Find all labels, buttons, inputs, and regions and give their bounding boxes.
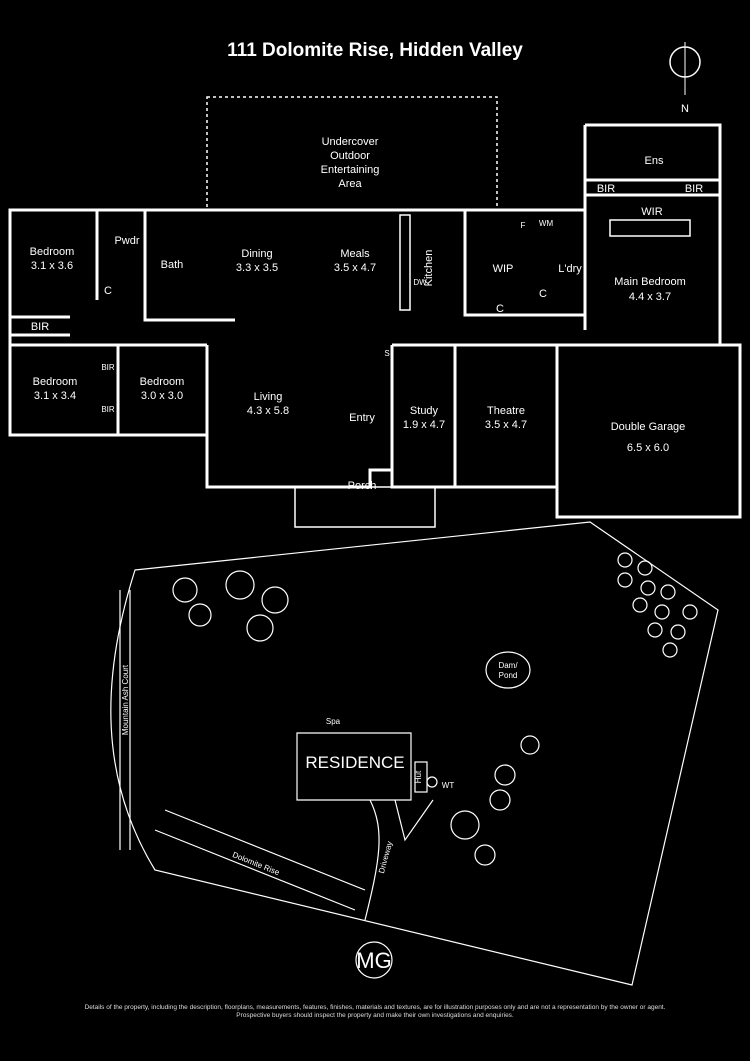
disclaimer-line: Prospective buyers should inspect the pr… <box>236 1012 514 1019</box>
plan-label: Dining <box>241 248 272 260</box>
plan-label: BIR <box>101 363 115 372</box>
plan-label: Mountain Ash Court <box>121 664 130 735</box>
disclaimer: Details of the property, including the d… <box>0 1004 750 1020</box>
plan-label: 6.5 x 6.0 <box>627 442 669 454</box>
plan-label: Living <box>254 391 283 403</box>
plan-label: Kitchen <box>423 250 435 287</box>
plan-label: Double Garage <box>611 421 686 433</box>
plan-label: 3.3 x 3.5 <box>236 262 278 274</box>
disclaimer-line: Details of the property, including the d… <box>84 1004 666 1011</box>
plan-label: Bedroom <box>30 246 75 258</box>
plan-label: WT <box>442 781 455 790</box>
room-labels: Bedroom 3.1 x 3.6 Bedroom 3.1 x 3.4 Bedroo… <box>30 136 704 492</box>
plan-label: Undercover <box>322 136 379 148</box>
plan-label: BIR <box>31 321 49 333</box>
plan-label: C <box>496 303 504 315</box>
plan-label: Bath <box>161 259 184 271</box>
plan-label: Entry <box>349 412 375 424</box>
plan-label: F <box>521 221 526 230</box>
site-plan <box>110 521 719 986</box>
plan-label: Outdoor <box>330 150 370 162</box>
plan-label: 3.5 x 4.7 <box>485 419 527 431</box>
compass-label: N <box>681 103 689 115</box>
page-title: 111 Dolomite Rise, Hidden Valley <box>227 40 523 61</box>
logo-icon <box>355 941 393 979</box>
plan-label: 3.1 x 3.6 <box>31 260 73 272</box>
plan-label: Entertaining <box>321 164 380 176</box>
plan-label: Main Bedroom <box>614 276 686 288</box>
plan-label: Bedroom <box>140 376 185 388</box>
walls <box>8 123 742 519</box>
plan-label: S <box>384 349 389 358</box>
plan-label: Porch <box>348 480 377 492</box>
plan-label: Ens <box>645 155 664 167</box>
plan-label: DW <box>413 278 427 287</box>
plan-label: 4.3 x 5.8 <box>247 405 289 417</box>
plan-label: Pwdr <box>114 235 139 247</box>
tree-icons <box>172 552 698 866</box>
plan-label: WIP <box>493 263 514 275</box>
plan-label: C <box>104 285 112 297</box>
plan-label: 4.4 x 3.7 <box>629 291 671 303</box>
plan-label: L'dry <box>558 263 582 275</box>
plan-label: Hut <box>414 770 423 783</box>
plan-label: Theatre <box>487 405 525 417</box>
plan-label: Spa <box>326 717 341 726</box>
plan-label: C <box>539 288 547 300</box>
plan-label: Driveway <box>377 840 394 874</box>
plan-label: 1.9 x 4.7 <box>403 419 445 431</box>
plan-label: Meals <box>340 248 370 260</box>
logo: MG <box>356 948 391 973</box>
plan-label: BIR <box>597 183 615 195</box>
plan-label: BIR <box>685 183 703 195</box>
plan-label: 3.5 x 4.7 <box>334 262 376 274</box>
plan-label: Area <box>338 178 362 190</box>
plan-label: WIR <box>641 206 662 218</box>
plan-label: 3.1 x 3.4 <box>34 390 76 402</box>
plan-label: WM <box>539 219 554 228</box>
residence-label: RESIDENCE <box>305 753 404 772</box>
plan-label: Bedroom <box>33 376 78 388</box>
plan-label: Study <box>410 405 439 417</box>
plan-label: 3.0 x 3.0 <box>141 390 183 402</box>
plan-label: BIR <box>101 405 115 414</box>
plan-label: Pond <box>499 671 518 680</box>
plan-label: Dam/ <box>498 661 518 670</box>
